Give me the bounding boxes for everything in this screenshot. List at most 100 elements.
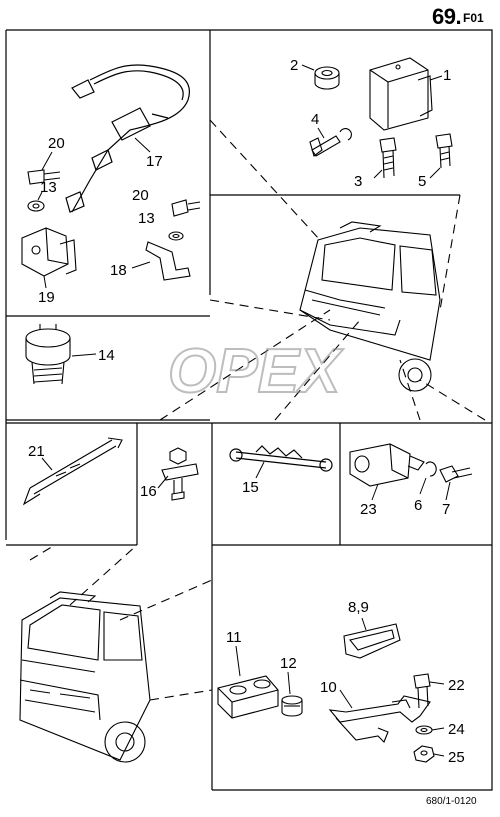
part-23-switch [349,443,425,487]
leader-6 [419,477,427,495]
watermark-text: OPEX [168,337,344,406]
part-10-wire-bracket [328,695,431,743]
callout-2: 2 [290,57,298,74]
callout-7: 7 [442,501,450,518]
callout-24: 24 [448,721,465,738]
leader-bottom-1 [29,544,56,561]
callout-23: 23 [360,501,377,518]
part-12-plug [281,695,303,717]
part-22-bolt [413,673,431,709]
part-14-sensor [25,324,71,385]
callout-18: 18 [110,262,127,279]
panel-divider-top [209,30,460,196]
leader-12 [287,671,291,695]
callout-20b: 20 [132,187,149,204]
leader-top-left [209,119,321,241]
callout-1: 1 [443,67,451,84]
page-number: 69. [432,4,462,29]
leader-mid-3 [274,319,361,421]
leader-17 [134,137,151,153]
callout-13b: 13 [138,210,155,227]
leader-19 [43,275,47,289]
callout-3: 3 [354,173,362,190]
part-19-bracket [21,227,77,277]
callout-15: 15 [242,479,259,496]
callout-14: 14 [98,347,115,364]
callout-16: 16 [140,483,157,500]
part-13-washer-center [168,231,184,241]
panel-divider-left-col [6,195,211,421]
callout-13a: 13 [40,179,57,196]
leader-bottom-4 [149,689,213,701]
frame-outer [6,29,493,791]
part-21-lever-rod [22,437,123,506]
truck-cab-lower [19,591,151,763]
callout-12: 12 [280,655,297,672]
leader-25 [433,753,445,757]
leader-13a [37,191,43,201]
callout-4: 4 [311,111,319,128]
truck-cab-upper [299,221,441,392]
leader-4 [317,127,325,139]
callout-19: 19 [38,289,55,306]
part-24-washer [415,725,433,735]
leader-22 [429,681,445,685]
leader-20a [41,151,53,171]
callout-6: 6 [414,497,422,514]
callout-89: 8,9 [348,599,369,616]
leader-3 [373,169,383,179]
leader-89 [361,617,367,631]
leader-11 [235,645,241,677]
leader-15 [255,461,265,479]
leader-18 [131,261,151,269]
callout-11: 11 [226,629,242,646]
callout-17: 17 [146,153,163,170]
leader-24 [431,727,445,731]
leader-1 [429,75,443,81]
part-16-clip [161,447,199,501]
part-13-washer-left [27,200,45,212]
part-15-linkage-rod [229,445,333,472]
leader-2 [301,64,315,71]
leader-mid-5 [419,379,486,421]
part-11-rubber-mount [217,675,279,719]
page-suffix: F01 [463,11,484,25]
callout-25: 25 [448,749,465,766]
part-5-bolt [435,133,453,169]
part-7-screw [439,465,473,483]
leader-21 [41,457,53,471]
part-18-bracket [145,241,191,281]
drawing-code: 680/1-0120 [426,796,477,807]
leader-7 [445,481,451,501]
part-1-control-unit [369,57,433,131]
part-17-cable-harness [65,64,190,213]
leader-top-right [439,194,461,311]
leader-16 [157,475,169,489]
panel-split-mid [6,423,341,546]
part-20-screw-left [27,169,61,185]
part-3-bolt [379,137,397,179]
leader-14 [71,353,97,357]
part-4-bolt [309,128,352,157]
callout-20a: 20 [48,135,65,152]
leader-5 [429,167,441,179]
part-25-nut [413,745,435,763]
leader-bottom-3 [119,579,213,621]
part-6-washer [425,461,437,477]
callout-21: 21 [28,443,45,460]
callout-10: 10 [320,679,337,696]
part-8-9-side-lamp [343,623,401,659]
leader-bottom-2 [69,544,138,606]
leader-23 [371,483,379,501]
callout-5: 5 [418,173,426,190]
leader-mid-2 [159,309,331,421]
leader-mid-1 [209,299,331,321]
part-20-screw-center [171,199,201,217]
panel-bottom-box [211,544,492,790]
callout-22: 22 [448,677,465,694]
leader-10 [339,689,353,709]
part-2-grommet [314,66,340,90]
opex-watermark: OPEX [167,336,345,407]
